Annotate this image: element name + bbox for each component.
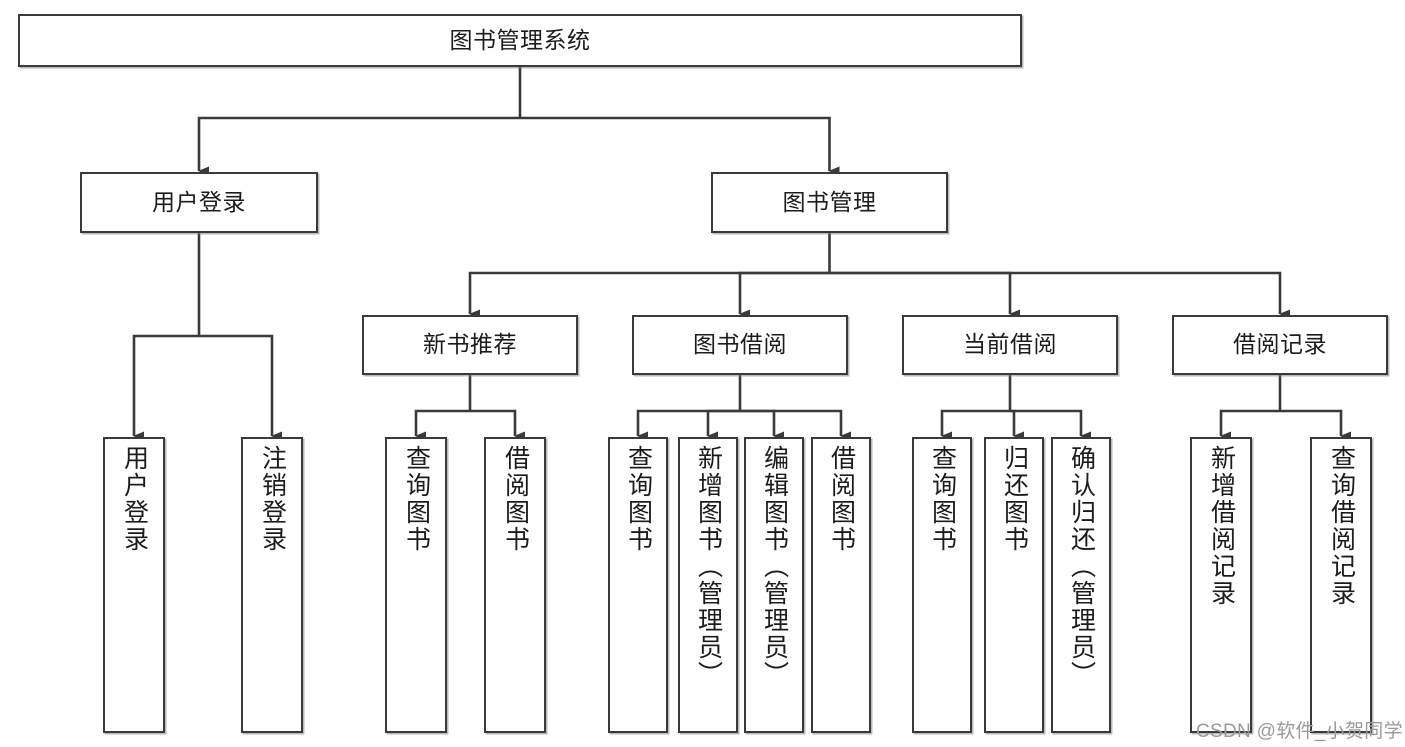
- node-borrow[interactable]: 图书借阅: [632, 315, 848, 375]
- edge-current-to-leaf1: [940, 409, 1010, 441]
- edge-borrow-to-leaf1: [636, 409, 740, 441]
- node-leaf-login-2[interactable]: 注销登录: [241, 437, 303, 733]
- node-label: 编辑图书（管理员）: [760, 445, 789, 688]
- node-label: 查询图书: [928, 445, 957, 553]
- node-label: 注销登录: [258, 445, 287, 553]
- edge-newbook-to-leaf2: [470, 409, 525, 441]
- edge-borrow-to-leaf3: [740, 409, 784, 441]
- edge-bookmgmt-to-current: [829, 271, 1020, 319]
- node-current[interactable]: 当前借阅: [902, 315, 1118, 375]
- node-label: 新书推荐: [423, 331, 517, 358]
- node-label: 查询借阅记录: [1327, 445, 1356, 607]
- node-newbook[interactable]: 新书推荐: [362, 315, 578, 375]
- node-label: 查询图书: [402, 445, 431, 553]
- node-leaf-cur-2[interactable]: 归还图书: [984, 437, 1044, 733]
- edge-records-to-leaf1: [1219, 409, 1280, 441]
- node-login[interactable]: 用户登录: [80, 172, 318, 233]
- edge-login-to-leaf1: [132, 334, 199, 441]
- node-leaf-borrow-3[interactable]: 编辑图书（管理员）: [744, 437, 804, 733]
- node-label: 用户登录: [152, 188, 246, 215]
- edge-current-to-leaf3: [1010, 409, 1091, 441]
- node-label: 新增借阅记录: [1207, 445, 1236, 607]
- node-label: 查询图书: [624, 445, 653, 553]
- node-label: 图书管理: [782, 188, 877, 215]
- node-label: 确认归还（管理员）: [1067, 445, 1096, 688]
- edge-bookmgmt-to-borrow: [738, 271, 830, 319]
- node-leaf-rec-1[interactable]: 新增借阅记录: [1190, 437, 1252, 733]
- node-label: 借阅记录: [1233, 331, 1327, 358]
- node-label: 图书管理系统: [449, 26, 591, 53]
- node-leaf-borrow-1[interactable]: 查询图书: [608, 437, 668, 733]
- node-leaf-borrow-4[interactable]: 借阅图书: [811, 437, 871, 733]
- node-label: 新增图书（管理员）: [694, 445, 723, 688]
- node-leaf-cur-1[interactable]: 查询图书: [912, 437, 972, 733]
- edge-newbook-to-leaf1: [414, 409, 470, 441]
- node-bookmgmt[interactable]: 图书管理: [711, 172, 948, 233]
- node-label: 当前借阅: [963, 331, 1057, 358]
- node-leaf-new-1[interactable]: 查询图书: [385, 437, 447, 733]
- edge-bookmgmt-to-records: [829, 271, 1290, 319]
- edge-root-to-bookmgmt: [520, 116, 840, 176]
- node-records[interactable]: 借阅记录: [1172, 315, 1388, 375]
- node-label: 图书借阅: [693, 331, 787, 358]
- csdn-watermark: CSDN @软件_小贺同学: [1196, 721, 1403, 742]
- node-leaf-cur-3[interactable]: 确认归还（管理员）: [1051, 437, 1111, 733]
- node-leaf-login-1[interactable]: 用户登录: [103, 437, 165, 733]
- node-label: 用户登录: [120, 445, 149, 553]
- edge-login-to-leaf2: [199, 334, 282, 441]
- edge-bookmgmt-to-newbook: [468, 271, 830, 319]
- edge-borrow-to-leaf2: [706, 409, 740, 441]
- node-leaf-rec-2[interactable]: 查询借阅记录: [1310, 437, 1372, 733]
- edge-records-to-leaf2: [1280, 409, 1351, 441]
- edge-borrow-to-leaf4: [740, 409, 851, 441]
- node-label: 归还图书: [1000, 445, 1029, 553]
- edge-root-to-login: [197, 116, 520, 176]
- node-root[interactable]: 图书管理系统: [18, 14, 1022, 67]
- node-leaf-new-2[interactable]: 借阅图书: [484, 437, 546, 733]
- node-label: 借阅图书: [827, 445, 856, 553]
- node-leaf-borrow-2[interactable]: 新增图书（管理员）: [678, 437, 738, 733]
- edge-current-to-leaf2: [1010, 409, 1024, 441]
- node-label: 借阅图书: [501, 445, 530, 553]
